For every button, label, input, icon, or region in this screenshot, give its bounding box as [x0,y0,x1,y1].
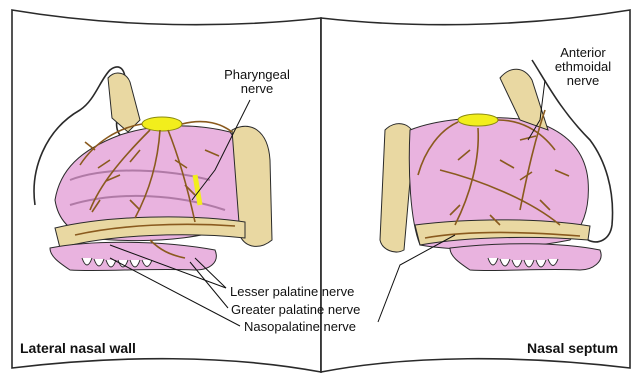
greater-palatine-nerve-label: Greater palatine nerve [231,303,360,317]
right-panel-caption: Nasal septum [527,341,618,355]
anterior-ethmoidal-nerve-text: Anterior ethmoidal nerve [555,45,611,88]
pharyngeal-nerve-text: Pharyngeal nerve [224,67,290,96]
pharyngeal-nerve-label: Pharyngeal nerve [222,68,292,96]
anterior-ethmoidal-nerve-label: Anterior ethmoidal nerve [548,46,618,88]
left-panel-caption: Lateral nasal wall [20,341,136,355]
lesser-palatine-nerve-label: Lesser palatine nerve [230,285,354,299]
right-ganglion [458,114,498,126]
right-maxilla [450,244,601,271]
left-ganglion [142,117,182,131]
nasopalatine-nerve-label: Nasopalatine nerve [244,320,356,334]
